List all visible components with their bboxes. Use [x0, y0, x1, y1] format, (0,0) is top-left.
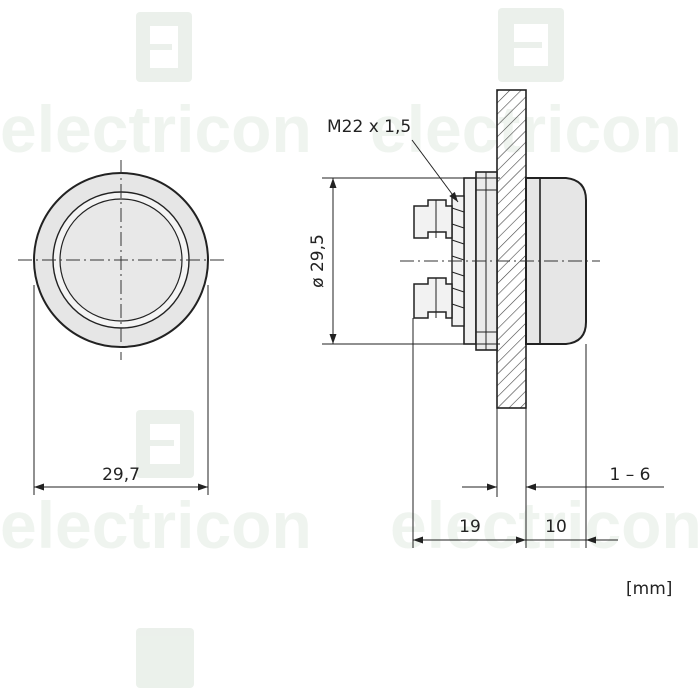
watermark-text: electricon	[0, 92, 312, 166]
dimension-depth: 19	[413, 517, 526, 544]
dimension-diameter-label: ø 29,5	[308, 234, 328, 288]
dimension-depth-label: 19	[459, 517, 481, 537]
side-view	[400, 89, 600, 409]
clip-upper	[413, 199, 453, 239]
mounting-panel	[496, 89, 527, 409]
watermark: electricon electricon electricon electri…	[0, 8, 700, 688]
dimension-panel: 1 – 6	[462, 465, 664, 491]
watermark-text: electricon	[390, 488, 700, 562]
watermark-text: electricon	[0, 488, 312, 562]
dimension-diameter: ø 29,5	[308, 177, 500, 345]
front-view	[18, 160, 224, 360]
dimension-width-label: 29,7	[102, 465, 140, 485]
dimension-front: 10	[526, 517, 618, 544]
dimension-width: 29,7	[33, 285, 209, 495]
clip-lower	[413, 277, 453, 319]
unit-label: [mm]	[626, 579, 672, 599]
thread-label: M22 x 1,5	[327, 117, 411, 137]
thread-annotation: M22 x 1,5	[327, 117, 459, 203]
extension-lines	[412, 318, 587, 548]
dimension-front-label: 10	[545, 517, 567, 537]
watermark-logo-icon	[136, 8, 564, 688]
dimension-panel-label: 1 – 6	[610, 465, 651, 485]
